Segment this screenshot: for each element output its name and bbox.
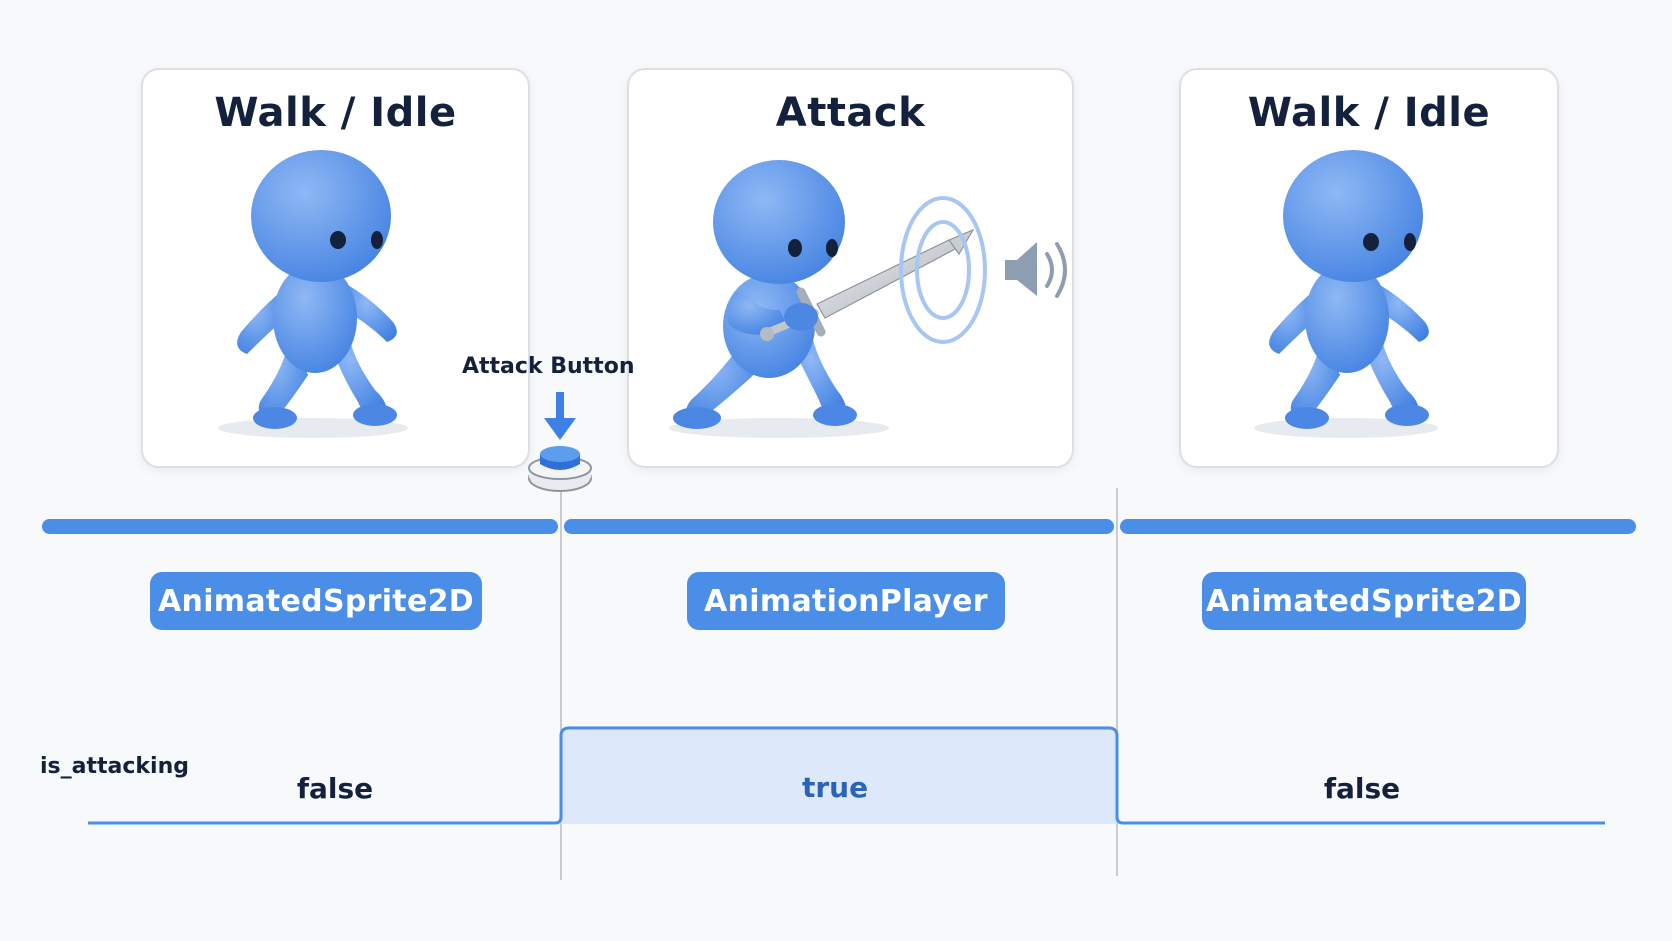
signal-line: [88, 726, 1605, 825]
walking-character: [1254, 150, 1438, 438]
panel-title: Walk / Idle: [1247, 90, 1491, 136]
true-region: [561, 726, 1117, 824]
panel-walk-idle-left: Walk / Idle: [141, 68, 530, 468]
segment-label-animationplayer: AnimationPlayer: [687, 572, 1005, 630]
sound-wave-icon: [899, 196, 987, 344]
segment-label-animatedsprite2d-right: AnimatedSprite2D: [1202, 572, 1526, 630]
attack-button-label: Attack Button: [462, 354, 635, 379]
walking-character: [218, 150, 408, 438]
speaker-icon: [1005, 242, 1067, 298]
attacking-character: [669, 160, 1067, 438]
down-arrow-icon: [544, 392, 576, 440]
push-button-icon[interactable]: [528, 446, 592, 492]
state-label-false-right: false: [1323, 772, 1401, 805]
timeline-track-3: [1120, 519, 1636, 534]
state-label-false-left: false: [296, 772, 374, 805]
attack-button-graphic: [528, 392, 592, 492]
timeline-track-1: [42, 519, 558, 534]
panel-attack: Attack: [627, 68, 1074, 468]
panel-walk-idle-right: Walk / Idle: [1179, 68, 1559, 468]
panel-title: Attack: [775, 90, 926, 136]
signal-variable-label: is_attacking: [40, 754, 189, 779]
timeline-track-2: [564, 519, 1114, 534]
panel-title: Walk / Idle: [214, 90, 457, 136]
segment-label-animatedsprite2d-left: AnimatedSprite2D: [150, 572, 482, 630]
state-label-true: true: [801, 771, 869, 804]
